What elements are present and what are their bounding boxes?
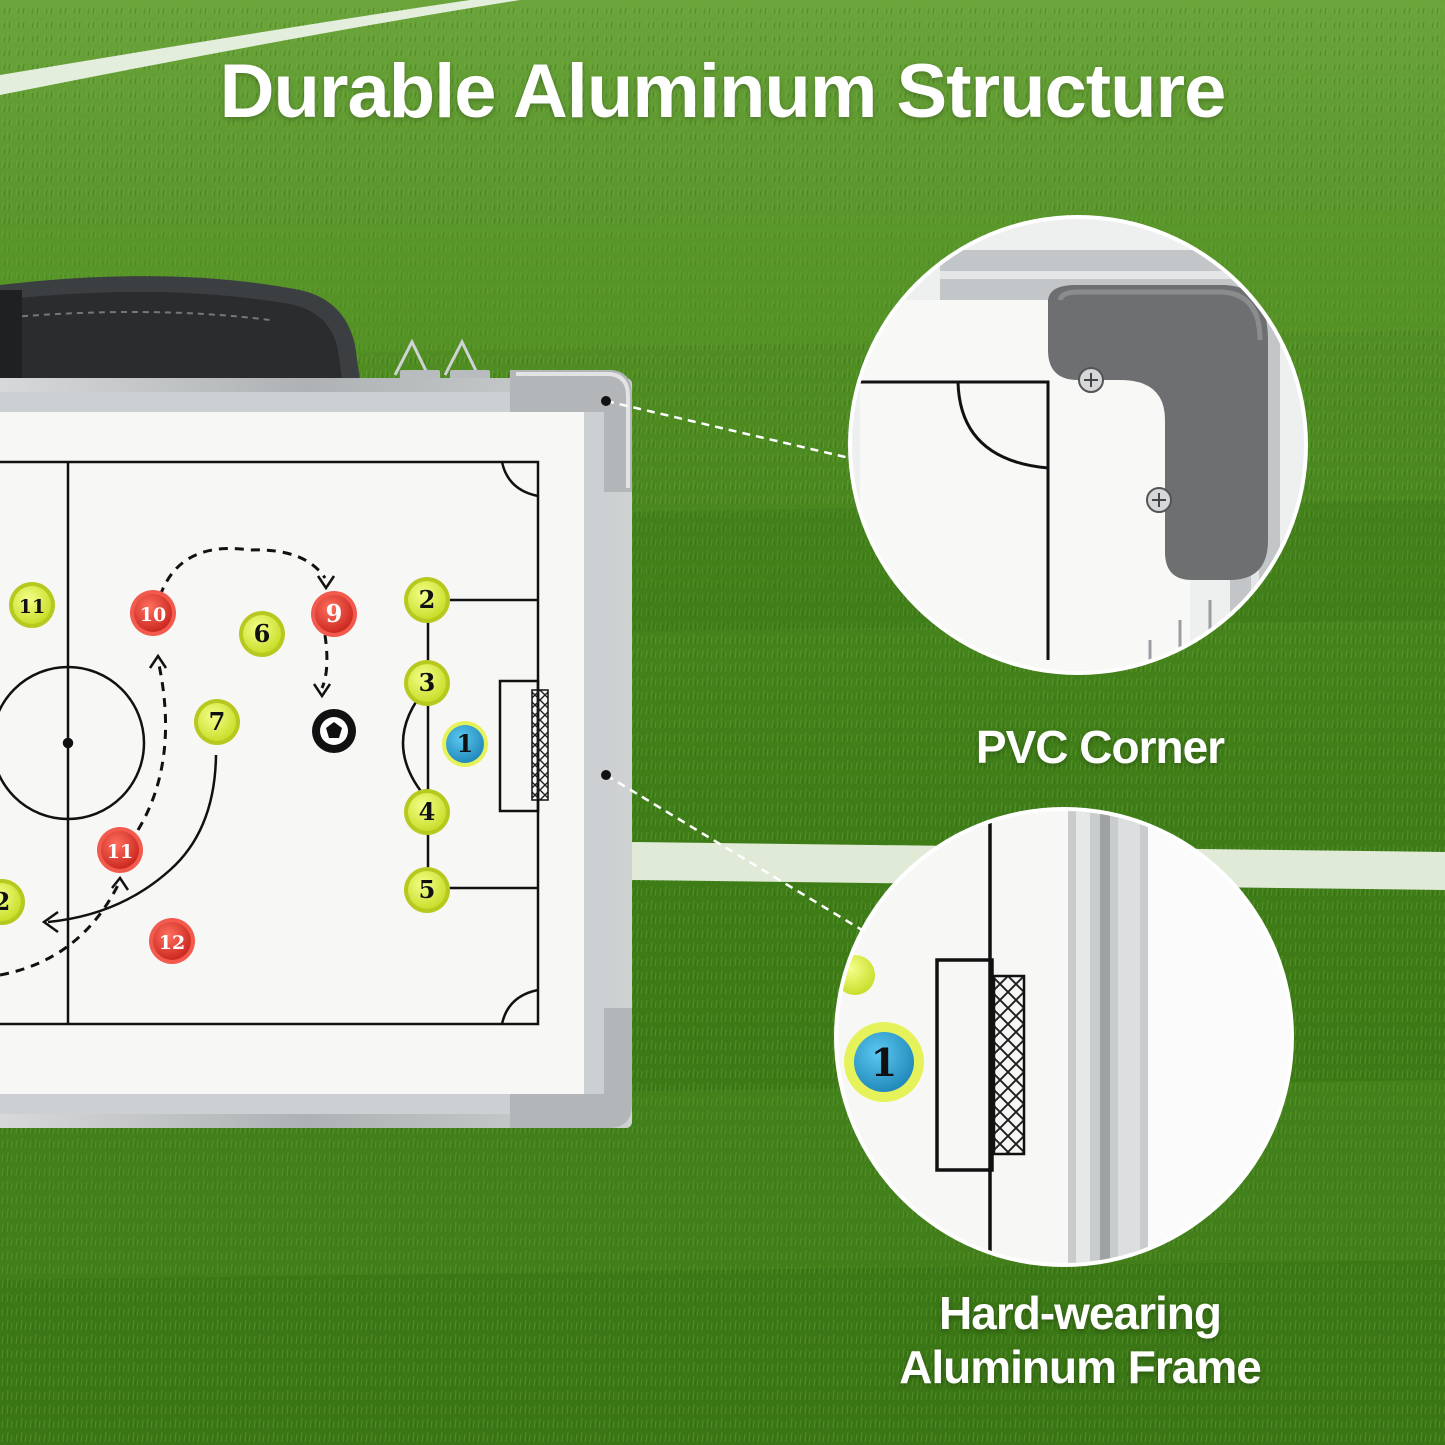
player-magnet: 9 — [311, 591, 357, 637]
player-magnet: 3 — [404, 660, 450, 706]
pvc-corner-zoom — [1048, 285, 1268, 580]
player-magnet: 10 — [130, 590, 176, 636]
player-magnet: 12 — [149, 918, 195, 964]
pvc-corner-caption: PVC Corner — [975, 721, 1225, 773]
player-magnet-number: 9 — [326, 599, 343, 628]
aluminum-frame-caption: Hard-wearing Aluminum Frame — [820, 1286, 1340, 1394]
player-magnets: 11 10 6 9 2 3 7 1 4 11 5 2 12 — [0, 577, 488, 964]
player-magnet: 5 — [404, 867, 450, 913]
frame-caption-line2: Aluminum Frame — [899, 1341, 1262, 1393]
player-magnet-number: 7 — [209, 707, 226, 736]
pvc-corner-bottom — [510, 1008, 632, 1128]
player-magnet-number: 11 — [107, 841, 133, 863]
player-magnet-number: 3 — [419, 668, 436, 697]
player-magnet: 1 — [442, 721, 488, 767]
player-magnet-number: 4 — [419, 797, 436, 826]
headline-title: Durable Aluminum Structure — [219, 49, 1227, 134]
player-magnet: 4 — [404, 789, 450, 835]
zoom-magnet-1: 1 — [844, 1022, 924, 1102]
player-magnet: 2 — [404, 577, 450, 623]
player-magnet-number: 2 — [0, 887, 10, 916]
player-magnet-number: 1 — [457, 729, 474, 758]
callout-connectors — [605, 399, 863, 932]
player-magnet: 6 — [239, 611, 285, 657]
player-magnet-number: 5 — [419, 875, 436, 904]
player-magnet: 7 — [194, 699, 240, 745]
zoom-magnet-number: 1 — [871, 1040, 897, 1085]
player-magnet-number: 10 — [140, 604, 166, 626]
player-magnet: 11 — [9, 582, 55, 628]
carry-bag — [0, 276, 360, 380]
player-magnet-number: 12 — [159, 932, 185, 954]
zoom-circle-frame: 1 — [834, 807, 1294, 1267]
player-magnet-number: 2 — [419, 585, 436, 614]
ball-magnet — [312, 709, 356, 753]
player-magnet: 11 — [97, 827, 143, 873]
frame-caption-line1: Hard-wearing — [939, 1287, 1222, 1339]
player-magnet-number: 11 — [19, 596, 45, 618]
tactics-whiteboard: 11 10 6 9 2 3 7 1 4 11 5 2 12 — [0, 370, 632, 1128]
player-magnet: 2 — [0, 879, 25, 925]
player-magnet-number: 6 — [254, 619, 271, 648]
